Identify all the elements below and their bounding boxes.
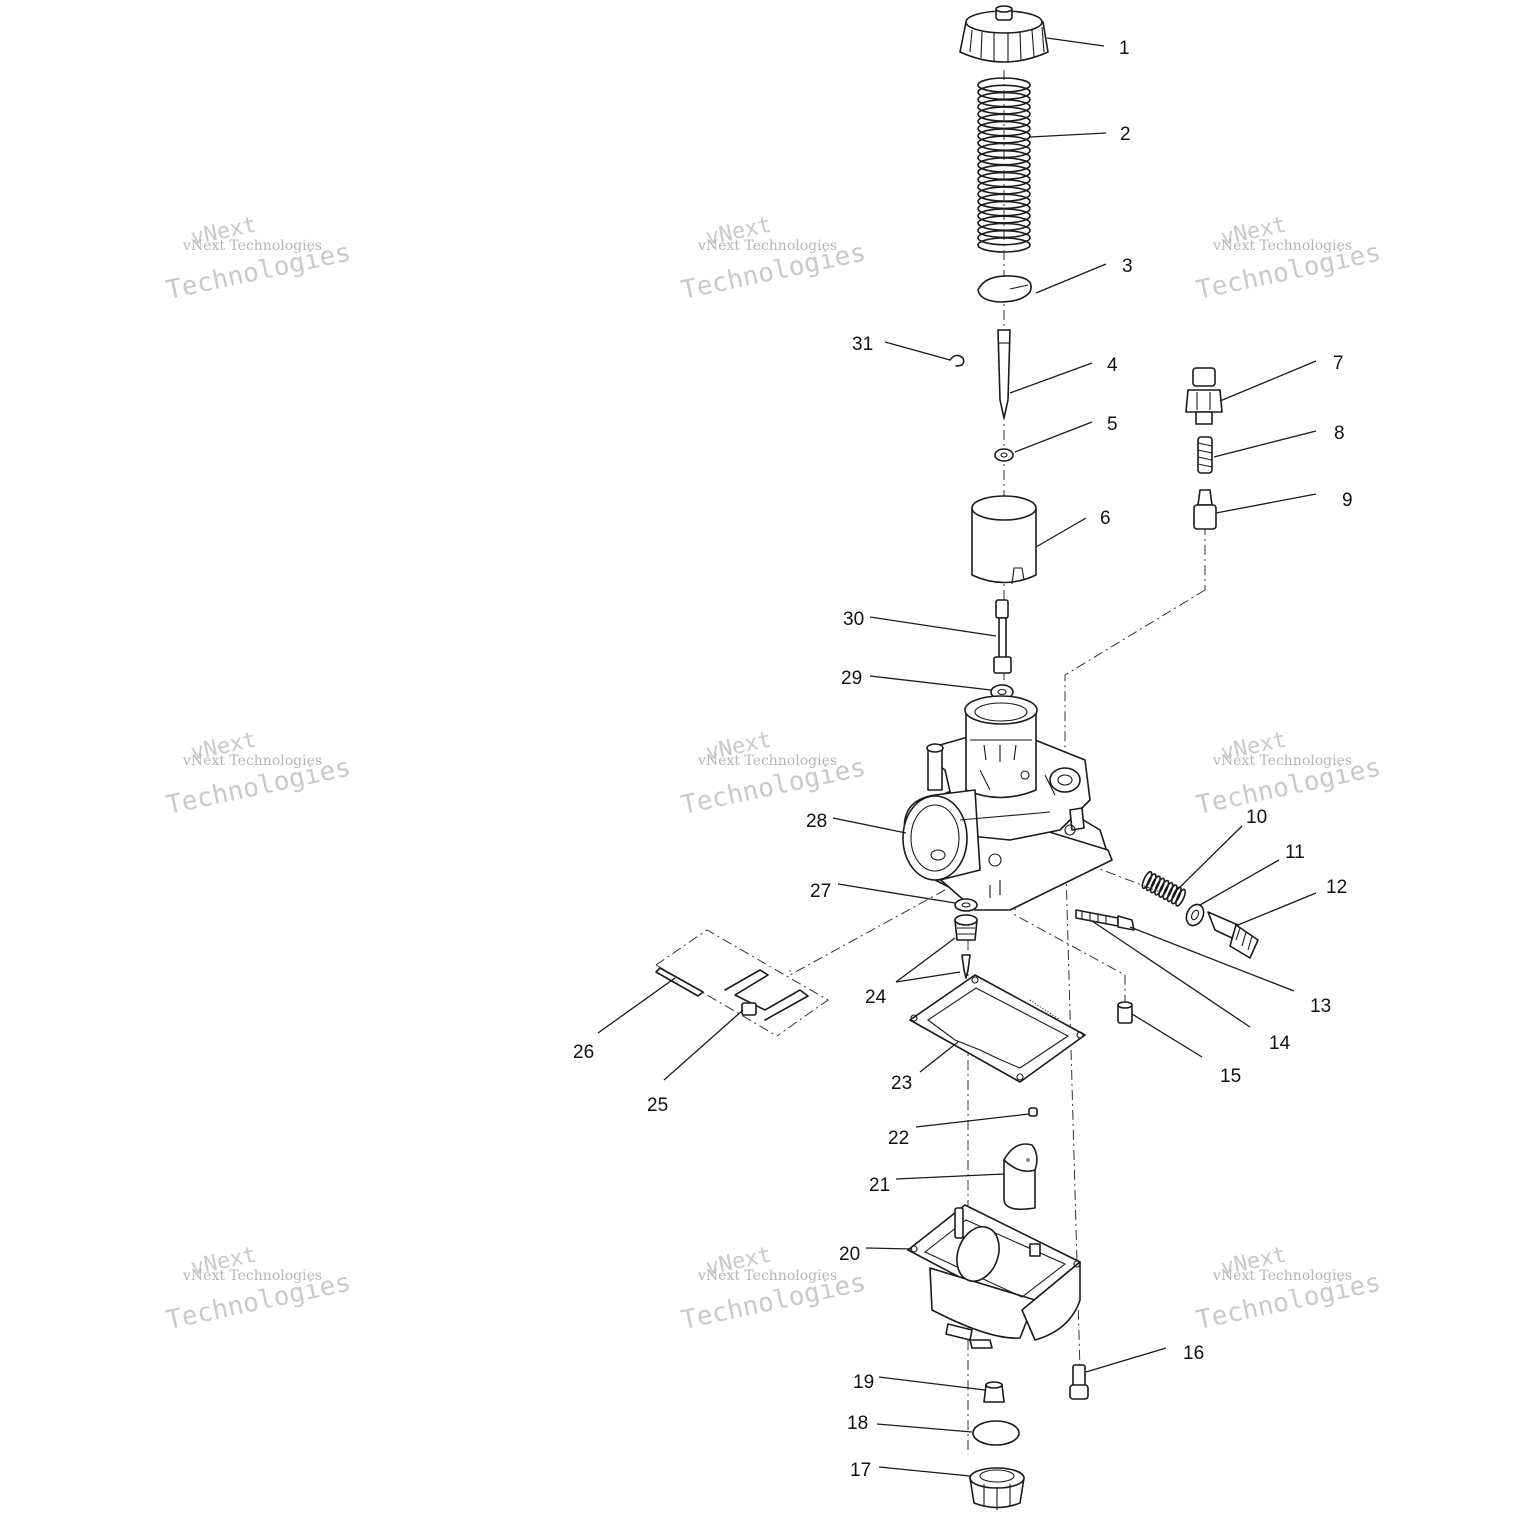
callout-7: 7	[1333, 353, 1344, 374]
callout-8: 8	[1334, 423, 1345, 444]
part-16-screw	[1069, 1364, 1089, 1400]
watermark-4: vNext vNext Technologies Technologies	[164, 728, 354, 821]
part-8-spring	[1197, 436, 1213, 474]
callout-26: 26	[573, 1042, 594, 1063]
callout-27: 27	[810, 881, 831, 902]
spring-coil	[1149, 875, 1161, 894]
part-5-washer	[994, 448, 1014, 462]
callout-28: 28	[806, 811, 827, 832]
callout-13: 13	[1310, 996, 1331, 1017]
part-7-plug	[1185, 367, 1223, 425]
part-26-pin	[655, 967, 704, 997]
part-27-washer	[954, 898, 978, 912]
callout-6: 6	[1100, 508, 1111, 529]
callout-labels: 1 2 3 4 5 6 7 8 9 10 11 12 13 14 15 16 1…	[573, 38, 1353, 1481]
callout-31: 31	[852, 334, 873, 355]
callout-20: 20	[839, 1244, 860, 1265]
part-25-float-arm	[724, 969, 809, 1021]
callout-4: 4	[1107, 355, 1118, 376]
watermark-9: vNext vNext Technologies Technologies	[1194, 1243, 1384, 1336]
part-3-plate	[977, 275, 1032, 303]
part-10-spring	[1141, 870, 1187, 907]
part-30-needle-jet	[993, 599, 1012, 674]
watermark-6: vNext vNext Technologies Technologies	[1194, 728, 1384, 821]
part-11-washer	[1185, 903, 1205, 927]
spring-coil	[1145, 873, 1157, 892]
watermark-line2: vNext Technologies	[697, 753, 837, 769]
callout-21: 21	[869, 1175, 890, 1196]
callout-29: 29	[841, 668, 862, 689]
watermark-2: vNext vNext Technologies Technologies	[679, 213, 869, 306]
watermark-line2: vNext Technologies	[697, 238, 837, 254]
callout-19: 19	[853, 1372, 874, 1393]
part-19-main-jet	[983, 1381, 1005, 1403]
callout-3: 3	[1122, 256, 1133, 277]
watermark-3: vNext vNext Technologies Technologies	[1194, 213, 1384, 306]
part-18-o-ring	[972, 1420, 1020, 1446]
callout-18: 18	[847, 1413, 868, 1434]
part-6-slide	[971, 495, 1037, 585]
watermark-line2: vNext Technologies	[1212, 1268, 1352, 1284]
spring-coil	[977, 229, 1031, 246]
spring-coil	[1166, 884, 1178, 903]
spring-coil	[1154, 877, 1166, 896]
spring-coil	[1141, 870, 1153, 890]
callout-12: 12	[1326, 877, 1347, 898]
callout-17: 17	[850, 1460, 871, 1481]
part-17-drain-plug	[969, 1467, 1025, 1510]
part-4-needle	[997, 329, 1011, 419]
callout-15: 15	[1220, 1066, 1241, 1087]
watermark-1: vNext vNext Technologies Technologies	[164, 213, 354, 306]
watermark-7: vNext vNext Technologies Technologies	[164, 1243, 354, 1336]
watermark-5: vNext vNext Technologies Technologies	[679, 728, 869, 821]
watermark-line2: vNext Technologies	[182, 753, 322, 769]
part-28-carburetor-body	[902, 695, 1113, 911]
part-1-cap	[959, 5, 1049, 63]
callout-9: 9	[1342, 490, 1353, 511]
part-24-needle-valve	[954, 914, 978, 979]
callout-24: 24	[865, 987, 887, 1008]
callout-2: 2	[1120, 124, 1131, 145]
part-2-spring	[977, 77, 1031, 253]
part-31-clip	[949, 354, 965, 367]
part-12-screw	[1207, 911, 1259, 959]
watermark-line2: vNext Technologies	[1212, 238, 1352, 254]
callout-14: 14	[1269, 1033, 1291, 1054]
callout-23: 23	[891, 1073, 912, 1094]
spring-coil	[1162, 881, 1174, 901]
callout-1: 1	[1119, 38, 1130, 59]
callout-25: 25	[647, 1095, 668, 1116]
callout-22: 22	[888, 1128, 909, 1149]
spring-coil	[1175, 888, 1187, 907]
part-15-jet	[1117, 1001, 1133, 1024]
watermark-line2: vNext Technologies	[182, 1268, 322, 1284]
leader-lines	[597, 37, 1317, 1477]
spring-coil	[977, 237, 1031, 253]
part-14-pilot-screw	[1075, 909, 1135, 931]
callout-16: 16	[1183, 1343, 1204, 1364]
callout-30: 30	[843, 609, 864, 630]
callout-5: 5	[1107, 414, 1118, 435]
watermark-line2: vNext Technologies	[182, 238, 322, 254]
callout-11: 11	[1285, 842, 1305, 863]
spring-coil	[1158, 879, 1170, 898]
part-21-float	[1003, 1143, 1038, 1211]
watermark-line2: vNext Technologies	[1212, 753, 1352, 769]
part-23-gasket	[909, 974, 1086, 1083]
part-9-valve	[1193, 489, 1217, 530]
part-20-float-bowl	[907, 1204, 1081, 1349]
part-22-pin	[1028, 1107, 1038, 1117]
watermark-line2: vNext Technologies	[697, 1268, 837, 1284]
callout-10: 10	[1246, 807, 1267, 828]
